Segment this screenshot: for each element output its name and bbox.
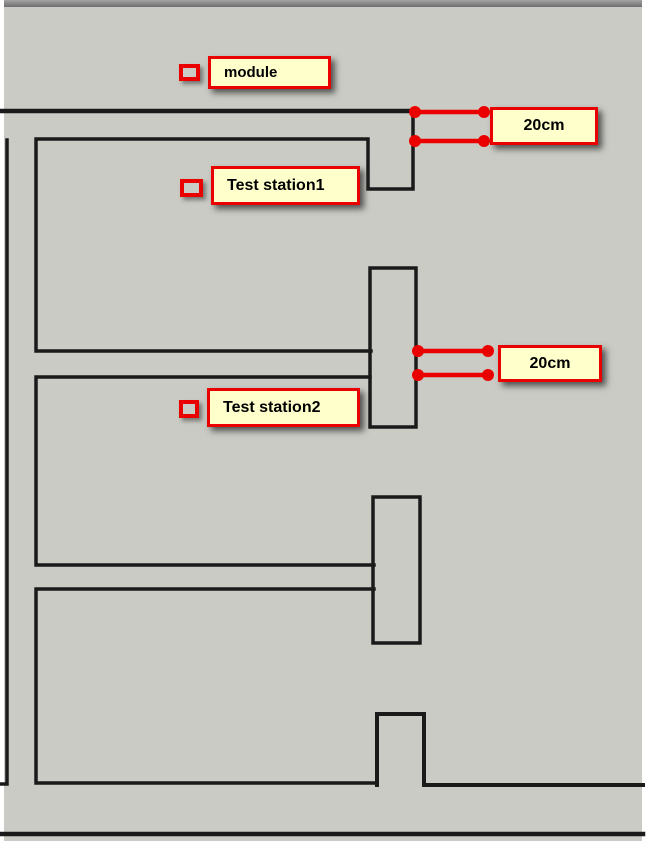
measure-gap2-label-box: 20cm (498, 345, 602, 382)
module-label-box: module (208, 56, 331, 89)
station2-marker-icon (179, 400, 199, 418)
top-border-bar (4, 0, 642, 7)
station1-label-text: Test station1 (227, 176, 325, 194)
station1-marker-icon (180, 179, 203, 197)
measure-gap1-text: 20cm (523, 117, 565, 134)
station2-label-box: Test station2 (207, 388, 360, 427)
station1-label-box: Test station1 (211, 166, 360, 205)
measure-gap1-label-box: 20cm (490, 107, 598, 145)
module-label-text: module (224, 64, 278, 81)
measure-gap2-text: 20cm (529, 354, 571, 372)
station2-label-text: Test station2 (223, 398, 321, 416)
module-marker-icon (179, 64, 200, 81)
